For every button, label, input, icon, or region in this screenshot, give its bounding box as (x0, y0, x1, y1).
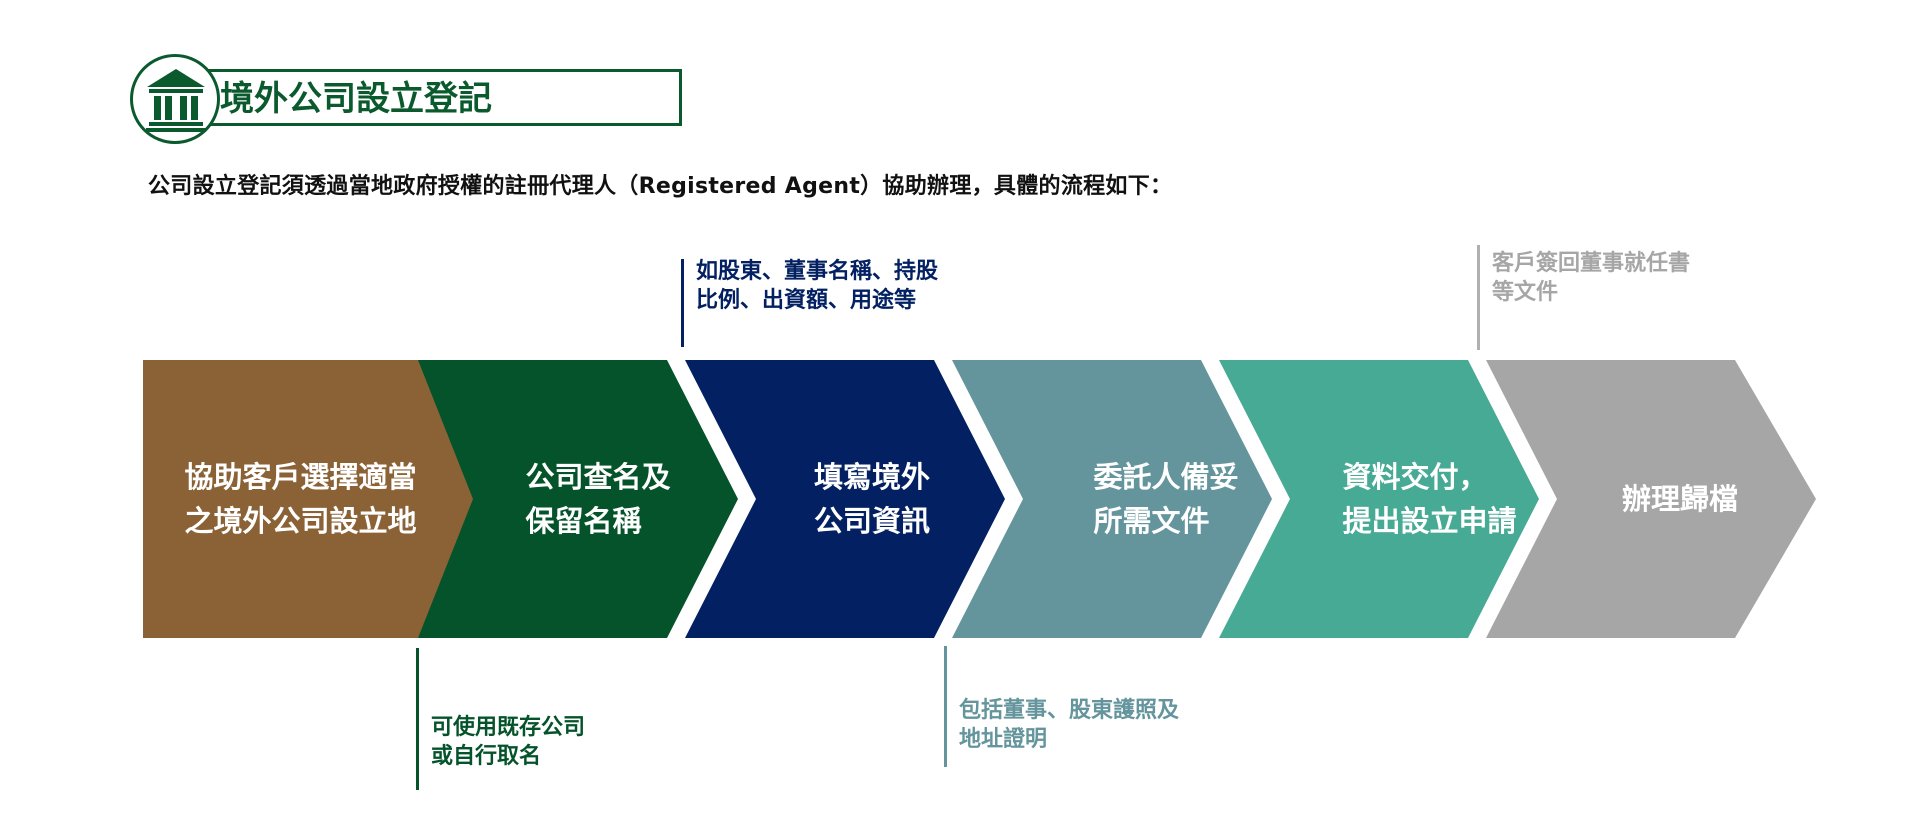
step-2-chevron (418, 360, 738, 638)
step-2-note: 可使用既存公司 或自行取名 (431, 715, 586, 769)
step-4-chevron (952, 360, 1272, 638)
step-6-note-line (1477, 245, 1480, 350)
intro-text: 公司設立登記須透過當地政府授權的註冊代理人（Registered Agent）協… (148, 174, 1173, 199)
step-3-chevron (685, 360, 1005, 638)
page-title: 境外公司設立登記 (220, 79, 492, 119)
step-5-label: 資料交付， 提出設立申請 (1342, 460, 1517, 538)
bank-building-icon (130, 54, 220, 144)
step-1-label: 協助客戶選擇適當 之境外公司設立地 (184, 460, 417, 538)
step-4-note-line (944, 646, 947, 767)
step-3-label: 填寫境外 公司資訊 (813, 460, 930, 538)
step-6-label: 辦理歸檔 (1621, 482, 1738, 516)
step-5-chevron (1219, 360, 1539, 638)
step-4-note: 包括董事、股東護照及 地址證明 (959, 698, 1180, 752)
step-1-chevron (143, 360, 503, 638)
step-2-note-line (416, 648, 419, 790)
step-3-note: 如股東、董事名稱、持股 比例、出資額、用途等 (696, 259, 939, 313)
step-4-label: 委託人備妥 所需文件 (1093, 460, 1239, 538)
step-2-label: 公司查名及 保留名稱 (525, 460, 671, 538)
step-6-chevron (1486, 360, 1816, 638)
step-6-note: 客戶簽回董事就任書 等文件 (1492, 251, 1691, 305)
step-3-note-line (681, 259, 684, 347)
